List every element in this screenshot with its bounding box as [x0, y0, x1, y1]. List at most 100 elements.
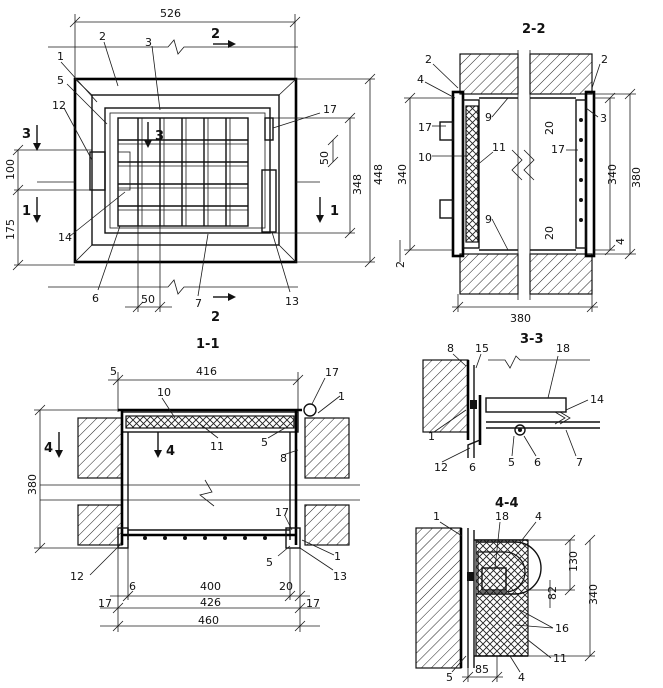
cut-marker-2-top: 2	[211, 27, 236, 48]
svg-text:18: 18	[495, 510, 509, 523]
svg-text:18: 18	[556, 342, 570, 355]
section-title-3-3: 3-3	[520, 332, 544, 347]
svg-text:17: 17	[275, 506, 289, 519]
svg-text:2: 2	[211, 27, 220, 42]
svg-text:3: 3	[600, 112, 607, 125]
svg-text:17: 17	[325, 366, 339, 379]
svg-text:2: 2	[211, 310, 220, 325]
svg-text:11: 11	[210, 440, 224, 453]
s11-dim-20: 20	[279, 580, 293, 593]
svg-text:9: 9	[485, 213, 492, 226]
svg-text:1: 1	[338, 390, 345, 403]
cut-marker-2-bottom: 2	[211, 293, 236, 325]
s11-dim-426: 426	[200, 596, 221, 609]
s11-dim-460: 460	[198, 614, 219, 627]
s22-dim-340-right: 340	[606, 164, 619, 185]
section-title-1-1: 1-1	[196, 337, 220, 352]
s44-dim-340: 340	[587, 584, 600, 605]
svg-text:1: 1	[334, 550, 341, 563]
svg-text:11: 11	[553, 652, 567, 665]
svg-text:1: 1	[428, 430, 435, 443]
s44-dim-130: 130	[567, 551, 580, 572]
svg-text:5: 5	[57, 74, 64, 87]
plan-dim-348: 348	[351, 174, 364, 195]
svg-text:5: 5	[446, 671, 453, 684]
s11-dim-5: 5	[110, 365, 117, 378]
plan-grille	[117, 117, 249, 227]
cut-marker-1-left: 1	[22, 197, 41, 223]
plan-dim-50-right: 50	[318, 151, 331, 165]
s44-dim-82: 82	[546, 586, 559, 600]
s44-dim-85: 85	[475, 663, 489, 676]
plan-dim-100: 100	[4, 159, 17, 180]
svg-text:1: 1	[433, 510, 440, 523]
svg-text:2: 2	[601, 53, 608, 66]
s11-dim-17a: 17	[98, 597, 112, 610]
svg-text:6: 6	[534, 456, 541, 469]
svg-text:5: 5	[261, 436, 268, 449]
svg-text:6: 6	[469, 461, 476, 474]
svg-text:17: 17	[551, 143, 565, 156]
section-title-4-4: 4-4	[495, 496, 519, 511]
cut-marker-3-mid: 3	[144, 122, 164, 148]
svg-text:13: 13	[333, 570, 347, 583]
cut-marker-1-right: 1	[316, 197, 339, 223]
section-2-2-rivets	[579, 118, 583, 222]
svg-text:9: 9	[485, 111, 492, 124]
section-2-2: 2-2	[394, 22, 643, 325]
s22-dim-20a: 20	[543, 121, 556, 135]
cut-marker-3-left: 3	[22, 125, 41, 151]
section-3-3: 3-3 8 15 18 14 1 12 6 5 6	[422, 332, 604, 474]
s22-dim-4: 4	[614, 238, 627, 245]
svg-text:16: 16	[555, 622, 569, 635]
svg-text:4: 4	[166, 444, 175, 459]
s22-part-labels: 2 4 17 10 11 9 9 2 3 17	[417, 53, 608, 251]
svg-text:3: 3	[145, 36, 152, 49]
svg-text:1: 1	[22, 204, 31, 219]
svg-text:14: 14	[590, 393, 604, 406]
svg-text:12: 12	[52, 99, 66, 112]
svg-text:7: 7	[195, 297, 202, 310]
svg-text:10: 10	[418, 151, 432, 164]
s11-dim-17b: 17	[306, 597, 320, 610]
svg-text:17: 17	[418, 121, 432, 134]
plan-view: 5 2 6	[4, 7, 385, 325]
section-4-4: 4-4 130 82 340 85 1 18	[415, 496, 600, 684]
svg-text:4: 4	[417, 73, 424, 86]
plan-dim-50-bottom: 50	[141, 293, 155, 306]
svg-text:8: 8	[280, 452, 287, 465]
s11-dim-6: 6	[129, 580, 136, 593]
s11-rivets	[143, 536, 267, 540]
svg-text:8: 8	[447, 342, 454, 355]
section-1-1: 1-1 4 1 6 5	[26, 337, 360, 632]
svg-text:1: 1	[57, 50, 64, 63]
svg-text:3: 3	[155, 129, 164, 144]
svg-text:1: 1	[330, 204, 339, 219]
svg-text:4: 4	[518, 671, 525, 684]
plan-part-labels: 1 2 3 5 12 14 6 7 13 17	[52, 30, 337, 310]
plan-dim-526: 526	[160, 7, 181, 20]
s44-part-labels: 1 18 4 16 11 4 5	[433, 510, 569, 684]
svg-text:5: 5	[508, 456, 515, 469]
s22-dim-340-left: 340	[396, 164, 409, 185]
svg-text:11: 11	[492, 141, 506, 154]
s11-dim-380: 380	[26, 474, 39, 495]
s22-dim-20b: 20	[543, 226, 556, 240]
svg-text:14: 14	[58, 231, 72, 244]
svg-text:6: 6	[92, 292, 99, 305]
svg-text:12: 12	[434, 461, 448, 474]
svg-text:4: 4	[535, 510, 542, 523]
svg-text:13: 13	[285, 295, 299, 308]
s11-part-labels: 17 1 10 11 5 8 17 12 1 5 13	[70, 366, 347, 583]
plan-dim-175: 175	[4, 219, 17, 240]
svg-text:4: 4	[44, 441, 53, 456]
svg-text:5: 5	[266, 556, 273, 569]
s11-dim-400: 400	[200, 580, 221, 593]
svg-text:10: 10	[157, 386, 171, 399]
svg-text:12: 12	[70, 570, 84, 583]
s22-dim-380-right: 380	[630, 167, 643, 188]
s22-dim-2: 2	[394, 261, 407, 268]
s22-dim-380-bottom: 380	[510, 312, 531, 325]
svg-text:17: 17	[323, 103, 337, 116]
